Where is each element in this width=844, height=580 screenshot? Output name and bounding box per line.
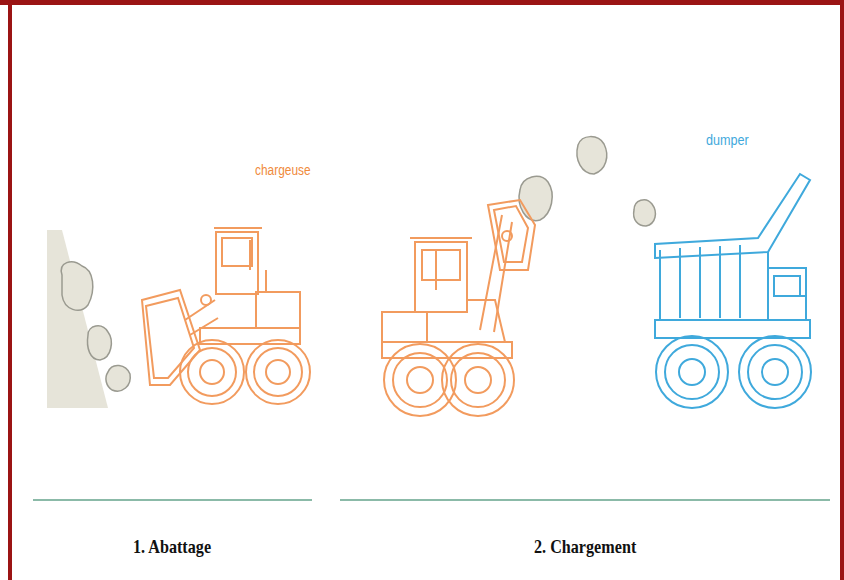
step-title: 2. Chargement xyxy=(534,536,636,558)
machine-label: chargeuse xyxy=(255,162,311,178)
step-title: 1. Abattage xyxy=(133,536,211,558)
loader-digging xyxy=(142,228,310,404)
rock-face xyxy=(47,230,130,408)
flying-rocks xyxy=(519,137,655,226)
step-underline xyxy=(33,499,830,501)
machine-label: dumper xyxy=(706,132,749,148)
dumper-truck xyxy=(655,174,811,408)
loader-loading xyxy=(382,200,535,416)
